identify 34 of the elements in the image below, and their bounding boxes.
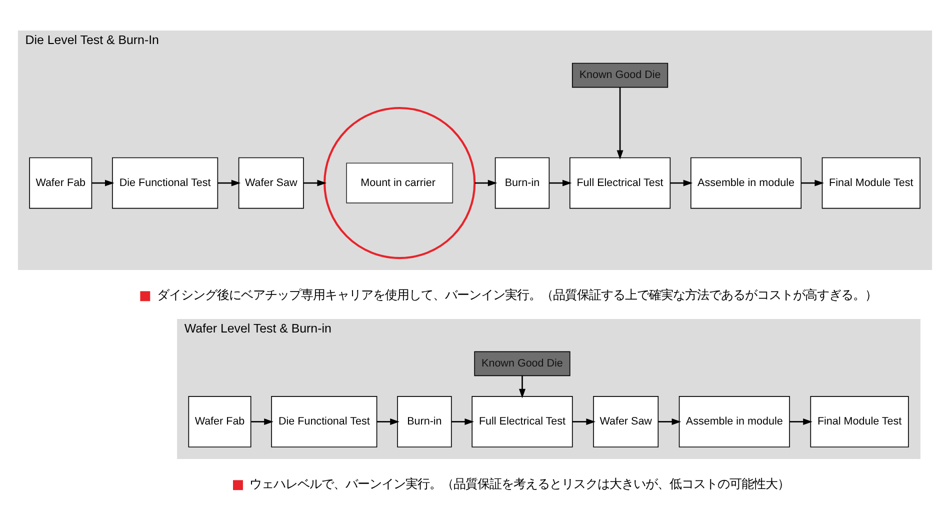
node-box: Burn-in (397, 396, 452, 448)
arrow (790, 418, 812, 425)
node-box: Full Electrical Test (472, 396, 573, 448)
node-box: Final Module Test (822, 157, 920, 209)
node-box: Known Good Die (572, 62, 668, 88)
label: ウェハレベルで、バーンイン実行。（品質保証を考えるとリスクは大きいが、低コストの可能性大） (250, 476, 790, 492)
node-circle: Mount in carrier (324, 106, 476, 260)
node-box: Known Good Die (474, 351, 570, 376)
node-box: Final Module Test (810, 396, 909, 448)
arrow (92, 180, 114, 186)
arrow (616, 87, 624, 160)
node-box: Wafer Fab (29, 157, 92, 209)
arrow (474, 180, 498, 186)
arrow (670, 180, 693, 186)
node-box: Wafer Saw (238, 157, 304, 209)
node-box: Wafer Fab (188, 396, 252, 448)
arrow (518, 376, 526, 398)
arrow (218, 180, 241, 186)
arrow (801, 180, 824, 186)
label: ダイシング後にベアチップ専用キャリアを使用して、バーンイン実行。（品質保証する上で確実な方法であるがコストが高すぎる。） (156, 287, 877, 302)
node-box: Burn-in (494, 157, 550, 209)
node-box: Assemble in module (678, 396, 790, 448)
arrow (304, 180, 327, 186)
node-box: Die Functional Test (112, 157, 218, 209)
node-box: Die Functional Test (271, 396, 378, 448)
arrow (549, 180, 572, 186)
arrow (572, 418, 596, 425)
arrow (251, 418, 274, 425)
arrow (377, 418, 400, 425)
node-box: Full Electrical Test (569, 157, 671, 209)
node-box: Assemble in module (690, 157, 802, 209)
arrow (658, 418, 682, 425)
node-box: Wafer Saw (593, 396, 659, 448)
arrow (452, 418, 474, 425)
